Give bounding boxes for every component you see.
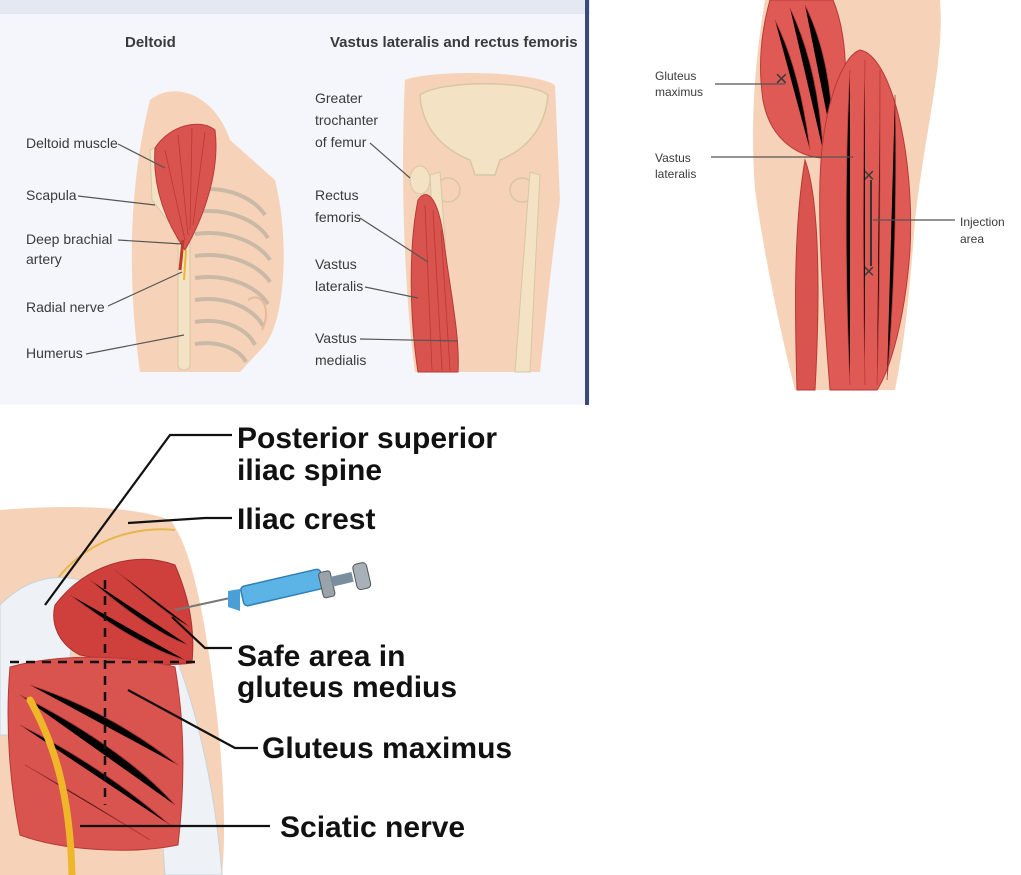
label-of-femur: of femur [315, 134, 367, 150]
label-femoris: femoris [315, 209, 361, 225]
label-trochanter: trochanter [315, 112, 378, 128]
label-gluteus-medius: gluteus medius [237, 671, 457, 704]
label-safe-area-in: Safe area in [237, 640, 405, 673]
deltoid-vastus-panel: Deltoid Deltoid muscle Scapula Deep brac… [0, 0, 590, 410]
label-greater: Greater [315, 90, 363, 106]
label-posterior-superior: Posterior superior [237, 422, 497, 455]
deltoid-vastus-figure: Deltoid Deltoid muscle Scapula Deep brac… [0, 0, 590, 410]
injection-mark-bottom: × [863, 261, 875, 283]
label-lateralis-tr: lateralis [655, 167, 696, 181]
injection-mark-gluteus: × [775, 66, 788, 91]
label-medialis: medialis [315, 352, 366, 368]
panel-header-strip [0, 0, 590, 14]
dorsogluteal-panel: Posterior superior iliac spine Iliac cre… [0, 405, 1021, 875]
label-scapula: Scapula [26, 187, 77, 203]
label-radial-nerve: Radial nerve [26, 299, 105, 315]
label-artery: artery [26, 251, 62, 267]
dorsogluteal-figure: Posterior superior iliac spine Iliac cre… [0, 405, 1021, 875]
label-lateralis: lateralis [315, 278, 363, 294]
panel-frame-right [585, 0, 589, 410]
greater-trochanter [410, 166, 430, 194]
deltoid-title: Deltoid [125, 34, 176, 51]
label-deltoid-muscle: Deltoid muscle [26, 135, 118, 151]
label-humerus: Humerus [26, 345, 83, 361]
label-vastus: Vastus [655, 151, 691, 165]
label-gluteus-maximus-bottom: Gluteus maximus [262, 732, 512, 765]
label-rectus: Rectus [315, 187, 359, 203]
label-vastus-1: Vastus [315, 256, 357, 272]
label-iliac-spine: iliac spine [237, 454, 382, 487]
label-deep-brachial: Deep brachial [26, 231, 112, 247]
label-iliac-crest: Iliac crest [237, 503, 375, 536]
label-sciatic-nerve: Sciatic nerve [280, 811, 465, 844]
vastus-title: Vastus lateralis and rectus femoris [330, 34, 578, 51]
thigh-figure: × × × Gluteus maximus Vastus lateralis I… [605, 0, 1021, 410]
label-gluteus: Gluteus [655, 69, 696, 83]
ventrogluteal-thigh-panel: × × × Gluteus maximus Vastus lateralis I… [605, 0, 1021, 410]
label-vastus-2: Vastus [315, 330, 357, 346]
injection-mark-top: × [863, 165, 875, 187]
label-area: area [960, 232, 984, 246]
syringe-icon [175, 562, 371, 611]
deltoid-illustration [132, 91, 284, 372]
label-maximus: maximus [655, 85, 703, 99]
vastus-illustration [403, 73, 560, 372]
label-injection: Injection [960, 215, 1005, 229]
